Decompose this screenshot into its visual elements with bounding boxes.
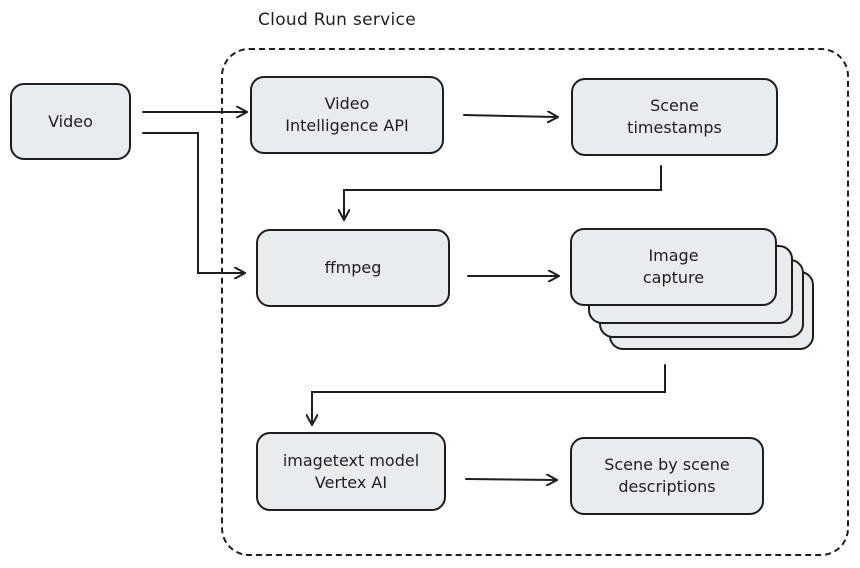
cloud-run-service-container — [221, 48, 849, 556]
node-imagetext-model-label: imagetext model Vertex AI — [282, 450, 420, 492]
node-video-intelligence-api: Video Intelligence API — [250, 76, 444, 154]
container-label: Cloud Run service — [258, 10, 416, 30]
node-imagetext-model: imagetext model Vertex AI — [256, 432, 446, 511]
node-scene-descriptions-label: Scene by scene descriptions — [604, 455, 730, 496]
node-ffmpeg: ffmpeg — [256, 229, 450, 307]
node-video-label: Video — [48, 111, 93, 131]
node-image-capture: Image capture — [570, 228, 777, 306]
node-ffmpeg-label: ffmpeg — [324, 258, 382, 278]
node-scene-descriptions: Scene by scene descriptions — [570, 437, 764, 515]
node-image-capture-label: Image capture — [642, 246, 705, 287]
node-video-intelligence-api-label: Video Intelligence API — [285, 94, 409, 135]
node-video: Video — [10, 83, 131, 160]
node-scene-timestamps-label: Scene timestamps — [627, 96, 722, 137]
node-scene-timestamps: Scene timestamps — [571, 78, 778, 156]
